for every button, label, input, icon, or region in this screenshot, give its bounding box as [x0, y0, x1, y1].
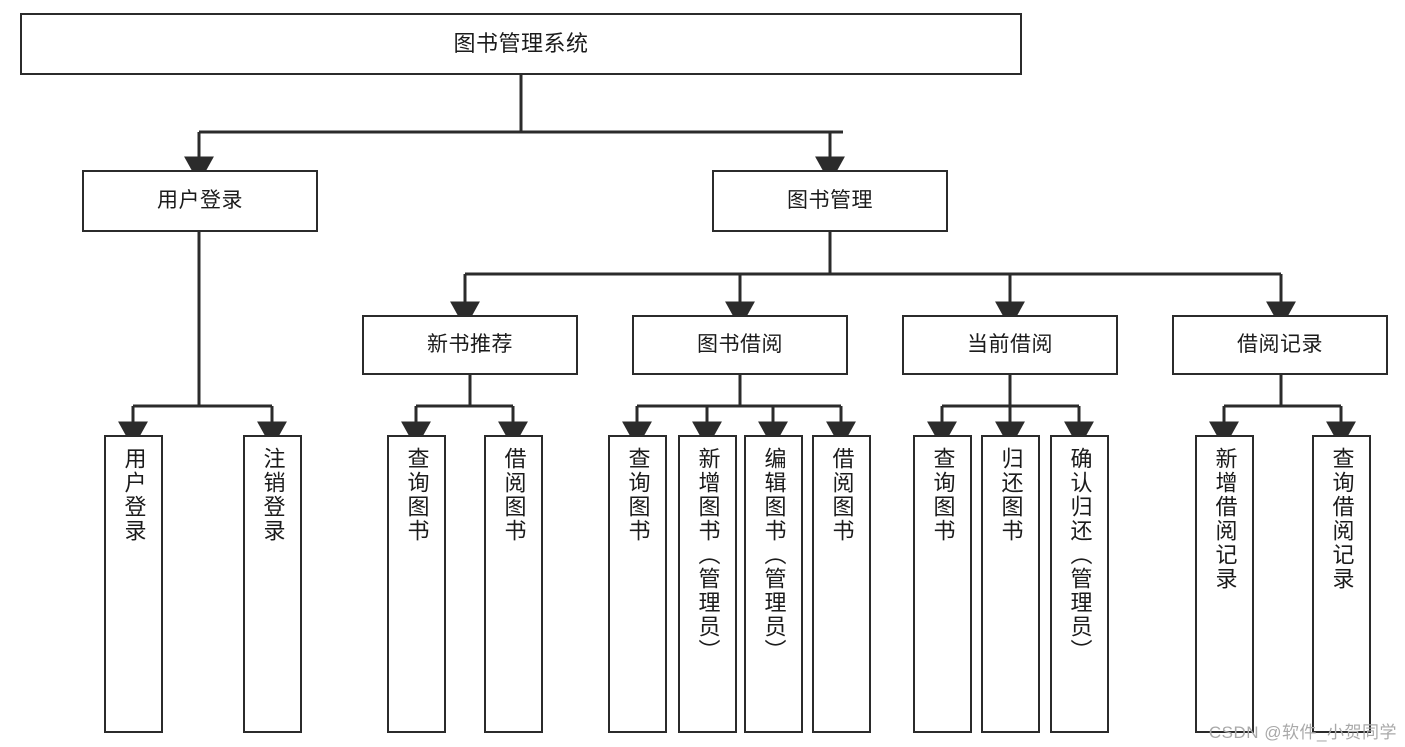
leaf-label: 查询图书: [404, 447, 430, 543]
leaf-label: 编辑图书（管理员）: [761, 447, 787, 663]
node-new-book-recommend-label: 新书推荐: [427, 332, 513, 356]
leaf-book-borrow-2[interactable]: 编辑图书（管理员）: [744, 435, 803, 733]
node-current-borrow[interactable]: 当前借阅: [902, 315, 1118, 375]
node-root-label: 图书管理系统: [453, 31, 589, 57]
node-root[interactable]: 图书管理系统: [20, 13, 1022, 75]
leaf-book-borrow-3[interactable]: 借阅图书: [812, 435, 871, 733]
leaf-user-login-1[interactable]: 注销登录: [243, 435, 302, 733]
leaf-label: 新增图书（管理员）: [695, 447, 721, 663]
leaf-label: 用户登录: [121, 447, 147, 543]
leaf-label: 查询借阅记录: [1329, 447, 1355, 591]
leaf-book-borrow-1[interactable]: 新增图书（管理员）: [678, 435, 737, 733]
node-borrow-record[interactable]: 借阅记录: [1172, 315, 1388, 375]
leaf-current-borrow-1[interactable]: 归还图书: [981, 435, 1040, 733]
leaf-label: 归还图书: [998, 447, 1024, 543]
node-user-login-label: 用户登录: [157, 188, 243, 212]
leaf-label: 借阅图书: [501, 447, 527, 543]
node-book-management-label: 图书管理: [787, 188, 873, 212]
node-new-book-recommend[interactable]: 新书推荐: [362, 315, 578, 375]
node-current-borrow-label: 当前借阅: [967, 332, 1053, 356]
leaf-label: 注销登录: [260, 447, 286, 543]
node-book-management[interactable]: 图书管理: [712, 170, 948, 232]
node-user-login[interactable]: 用户登录: [82, 170, 318, 232]
leaf-book-borrow-0[interactable]: 查询图书: [608, 435, 667, 733]
watermark: CSDN @软件_小贺同学: [1208, 723, 1397, 742]
node-borrow-record-label: 借阅记录: [1237, 332, 1323, 356]
leaf-user-login-0[interactable]: 用户登录: [104, 435, 163, 733]
leaf-borrow-record-0[interactable]: 新增借阅记录: [1195, 435, 1254, 733]
leaf-borrow-record-1[interactable]: 查询借阅记录: [1312, 435, 1371, 733]
leaf-new-book-recommend-0[interactable]: 查询图书: [387, 435, 446, 733]
node-book-borrow-label: 图书借阅: [697, 332, 783, 356]
leaf-current-borrow-0[interactable]: 查询图书: [913, 435, 972, 733]
leaf-label: 借阅图书: [829, 447, 855, 543]
node-book-borrow[interactable]: 图书借阅: [632, 315, 848, 375]
leaf-label: 查询图书: [930, 447, 956, 543]
leaf-label: 查询图书: [625, 447, 651, 543]
leaf-new-book-recommend-1[interactable]: 借阅图书: [484, 435, 543, 733]
leaf-label: 确认归还（管理员）: [1067, 447, 1093, 663]
leaf-label: 新增借阅记录: [1212, 447, 1238, 591]
leaf-current-borrow-2[interactable]: 确认归还（管理员）: [1050, 435, 1109, 733]
